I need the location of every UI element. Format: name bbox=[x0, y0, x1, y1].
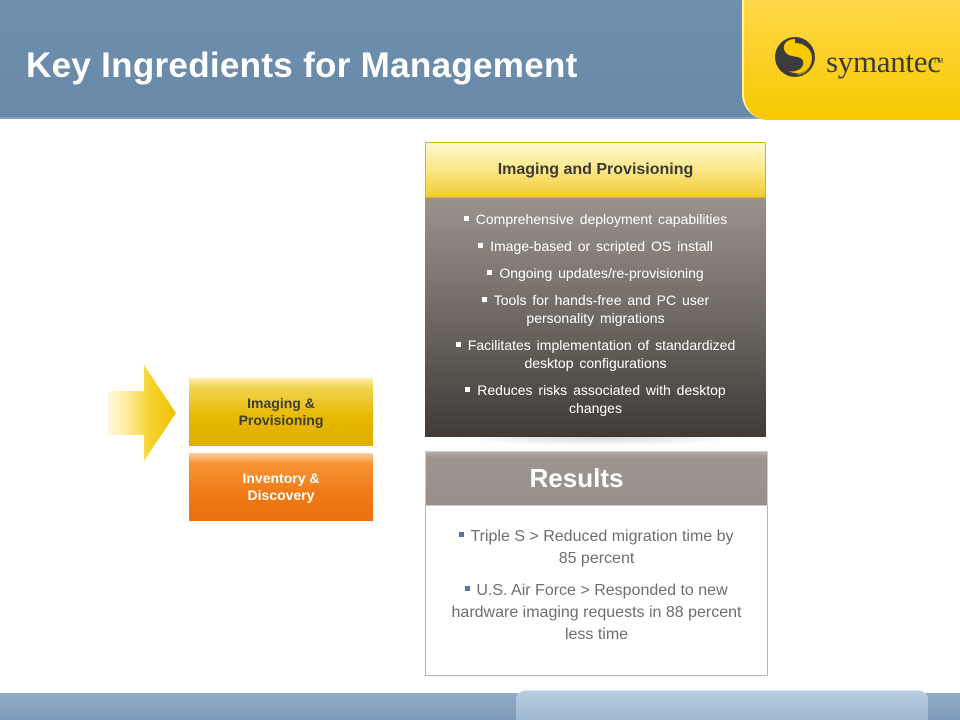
sidebar-item-imaging-provisioning[interactable]: Imaging & Provisioning bbox=[189, 378, 373, 446]
bullet-square-icon bbox=[465, 386, 471, 392]
sidebar-item-label: Imaging & Provisioning bbox=[238, 395, 324, 428]
feature-bullet: Image-based or scripted OS install bbox=[425, 237, 766, 255]
feature-panel-body: Comprehensive deployment capabilities Im… bbox=[425, 198, 766, 437]
chevron-arrow-icon bbox=[108, 365, 176, 461]
results-panel-title: Results bbox=[425, 451, 768, 506]
bullet-square-icon bbox=[481, 296, 487, 302]
feature-bullet: Facilitates implementation of standardiz… bbox=[425, 336, 766, 372]
feature-bullet: Reduces risks associated with desktop ch… bbox=[425, 381, 766, 417]
footer-tab bbox=[516, 690, 928, 720]
sidebar-item-inventory-discovery[interactable]: Inventory & Discovery bbox=[189, 453, 373, 521]
brand-logo-area: symantec TM bbox=[742, 0, 960, 120]
bullet-square-icon bbox=[455, 341, 461, 347]
sidebar-item-label: Inventory & Discovery bbox=[242, 470, 320, 503]
bullet-square-icon bbox=[465, 586, 471, 592]
feature-bullet: Tools for hands-free and PC user persona… bbox=[425, 291, 766, 327]
results-bullet: Triple S > Reduced migration time by 85 … bbox=[426, 526, 767, 570]
panel-shadow bbox=[450, 436, 750, 446]
brand-logo-text: symantec bbox=[826, 44, 941, 79]
symantec-swirl-icon bbox=[775, 37, 815, 77]
results-panel-body: Triple S > Reduced migration time by 85 … bbox=[425, 506, 768, 676]
slide-title: Key Ingredients for Management bbox=[26, 46, 578, 85]
bullet-square-icon bbox=[487, 269, 493, 275]
feature-panel-title: Imaging and Provisioning bbox=[425, 142, 766, 198]
bullet-square-icon bbox=[478, 242, 484, 248]
brand-logo-tm: TM bbox=[933, 58, 944, 65]
feature-bullet-list: Comprehensive deployment capabilities Im… bbox=[425, 210, 766, 417]
feature-bullet: Ongoing updates/re-provisioning bbox=[425, 264, 766, 282]
bullet-square-icon bbox=[459, 532, 465, 538]
results-bullet: U.S. Air Force > Responded to new hardwa… bbox=[451, 582, 742, 643]
bullet-square-icon bbox=[463, 215, 469, 221]
feature-bullet: Comprehensive deployment capabilities bbox=[425, 210, 766, 228]
results-bullet-list: Triple S > Reduced migration time by 85 … bbox=[426, 526, 767, 646]
